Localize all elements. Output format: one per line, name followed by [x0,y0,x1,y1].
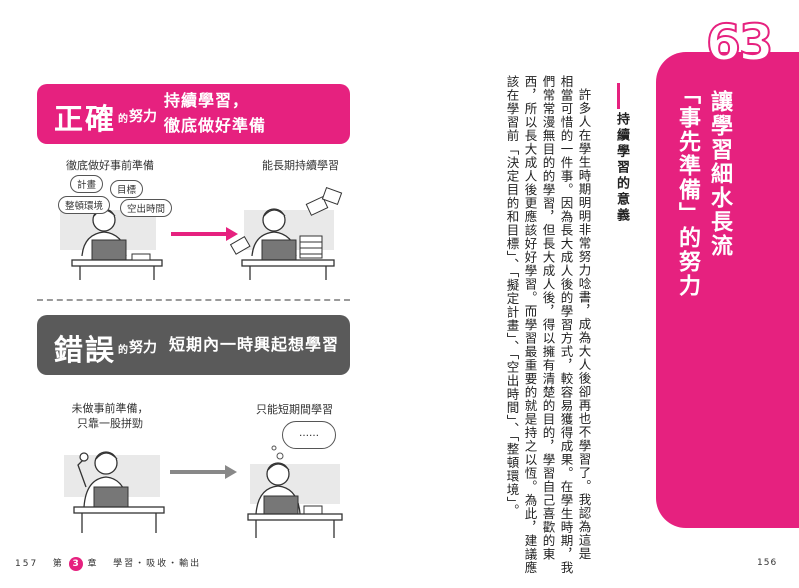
correct-tag-line2: 徹底做好準備 [164,116,267,135]
long-term-learner-illustration [229,186,343,280]
left-page-number: 157 [15,559,39,569]
subheading-bar [617,83,620,109]
title-column-2: 「事先準備」的努力 [675,82,700,298]
left-footer: 157 第 3 章 學習・吸收・輸出 [15,556,201,571]
bubble-time: 空出時間 [120,199,173,217]
progress-arrow [171,232,227,236]
bubble-goal: 目標 [110,180,144,198]
right-page-number: 156 [757,558,778,568]
chapter-prefix: 第 [52,559,64,569]
body-column-4: 西，所以長大成人後更應該好好學習。而學習最重要的就是持之以恆。為此，建議應 [522,75,538,575]
body-column-3: 們常常漫無目的的學習，但長大成人後，得以擁有清楚的目的，學習自己喜歡的東 [540,75,556,561]
caption-short-term: 只能短期間學習 [256,403,333,416]
title-column-1: 讓學習細水長流 [707,90,732,258]
bubble-environment: 整頓環境 [58,196,111,214]
body-column-2: 相當可惜的一件事。因為長大成人後的學習方式，較容易獲得成果。在學生時期，我 [558,75,574,575]
correct-de-label: 的 [118,114,128,125]
body-column-1: 許多人在學生時期明明非常努力唸書，成為大人後卻再也不學習了。我認為這是 [576,88,592,561]
chapter-tab [656,52,799,528]
correct-label: 正確 [54,102,117,136]
caption-prepare: 徹底做好事前準備 [66,159,154,172]
wrong-de-label: 的 [118,345,128,356]
decline-arrow-head [225,465,237,479]
bubble-plan: 計畫 [70,175,104,193]
progress-arrow-head [226,227,238,241]
caption-no-prepare: 未做事前準備， 只靠一股拼勁 [60,401,160,431]
correct-effort-label: 努力 [129,109,157,125]
caption-no-prepare-line1: 未做事前準備， [71,402,149,415]
correct-effort-banner: 正確 的 努力 持續學習， 徹底做好準備 [37,84,350,144]
section-divider [37,299,350,301]
impulsive-person-illustration [64,451,165,533]
caption-no-prepare-line2: 只靠一股拼勁 [77,417,143,430]
thought-bubble: …… [282,421,336,449]
decline-arrow [170,470,226,474]
wrong-effort-label: 努力 [129,340,157,356]
short-term-learner-illustration [247,445,343,538]
chapter-suffix: 章 [87,559,99,569]
wrong-tag: 短期內一時興起想學習 [169,335,340,354]
correct-tag-line1: 持續學習， [164,91,250,110]
wrong-effort-banner: 錯誤 的 努力 短期內一時興起想學習 [37,315,350,375]
chapter-number-badge: 3 [68,557,83,571]
chapter-title: 學習・吸收・輸出 [113,559,202,569]
caption-long-term: 能長期持續學習 [262,159,339,172]
wrong-label: 錯誤 [54,333,117,367]
section-number: 63 [705,14,775,72]
subheading: 持續學習的意義 [614,112,629,224]
body-column-5: 該在學習前「決定目的和目標」、「擬定計畫」、「空出時間」、「整頓環境」。 [504,75,520,518]
